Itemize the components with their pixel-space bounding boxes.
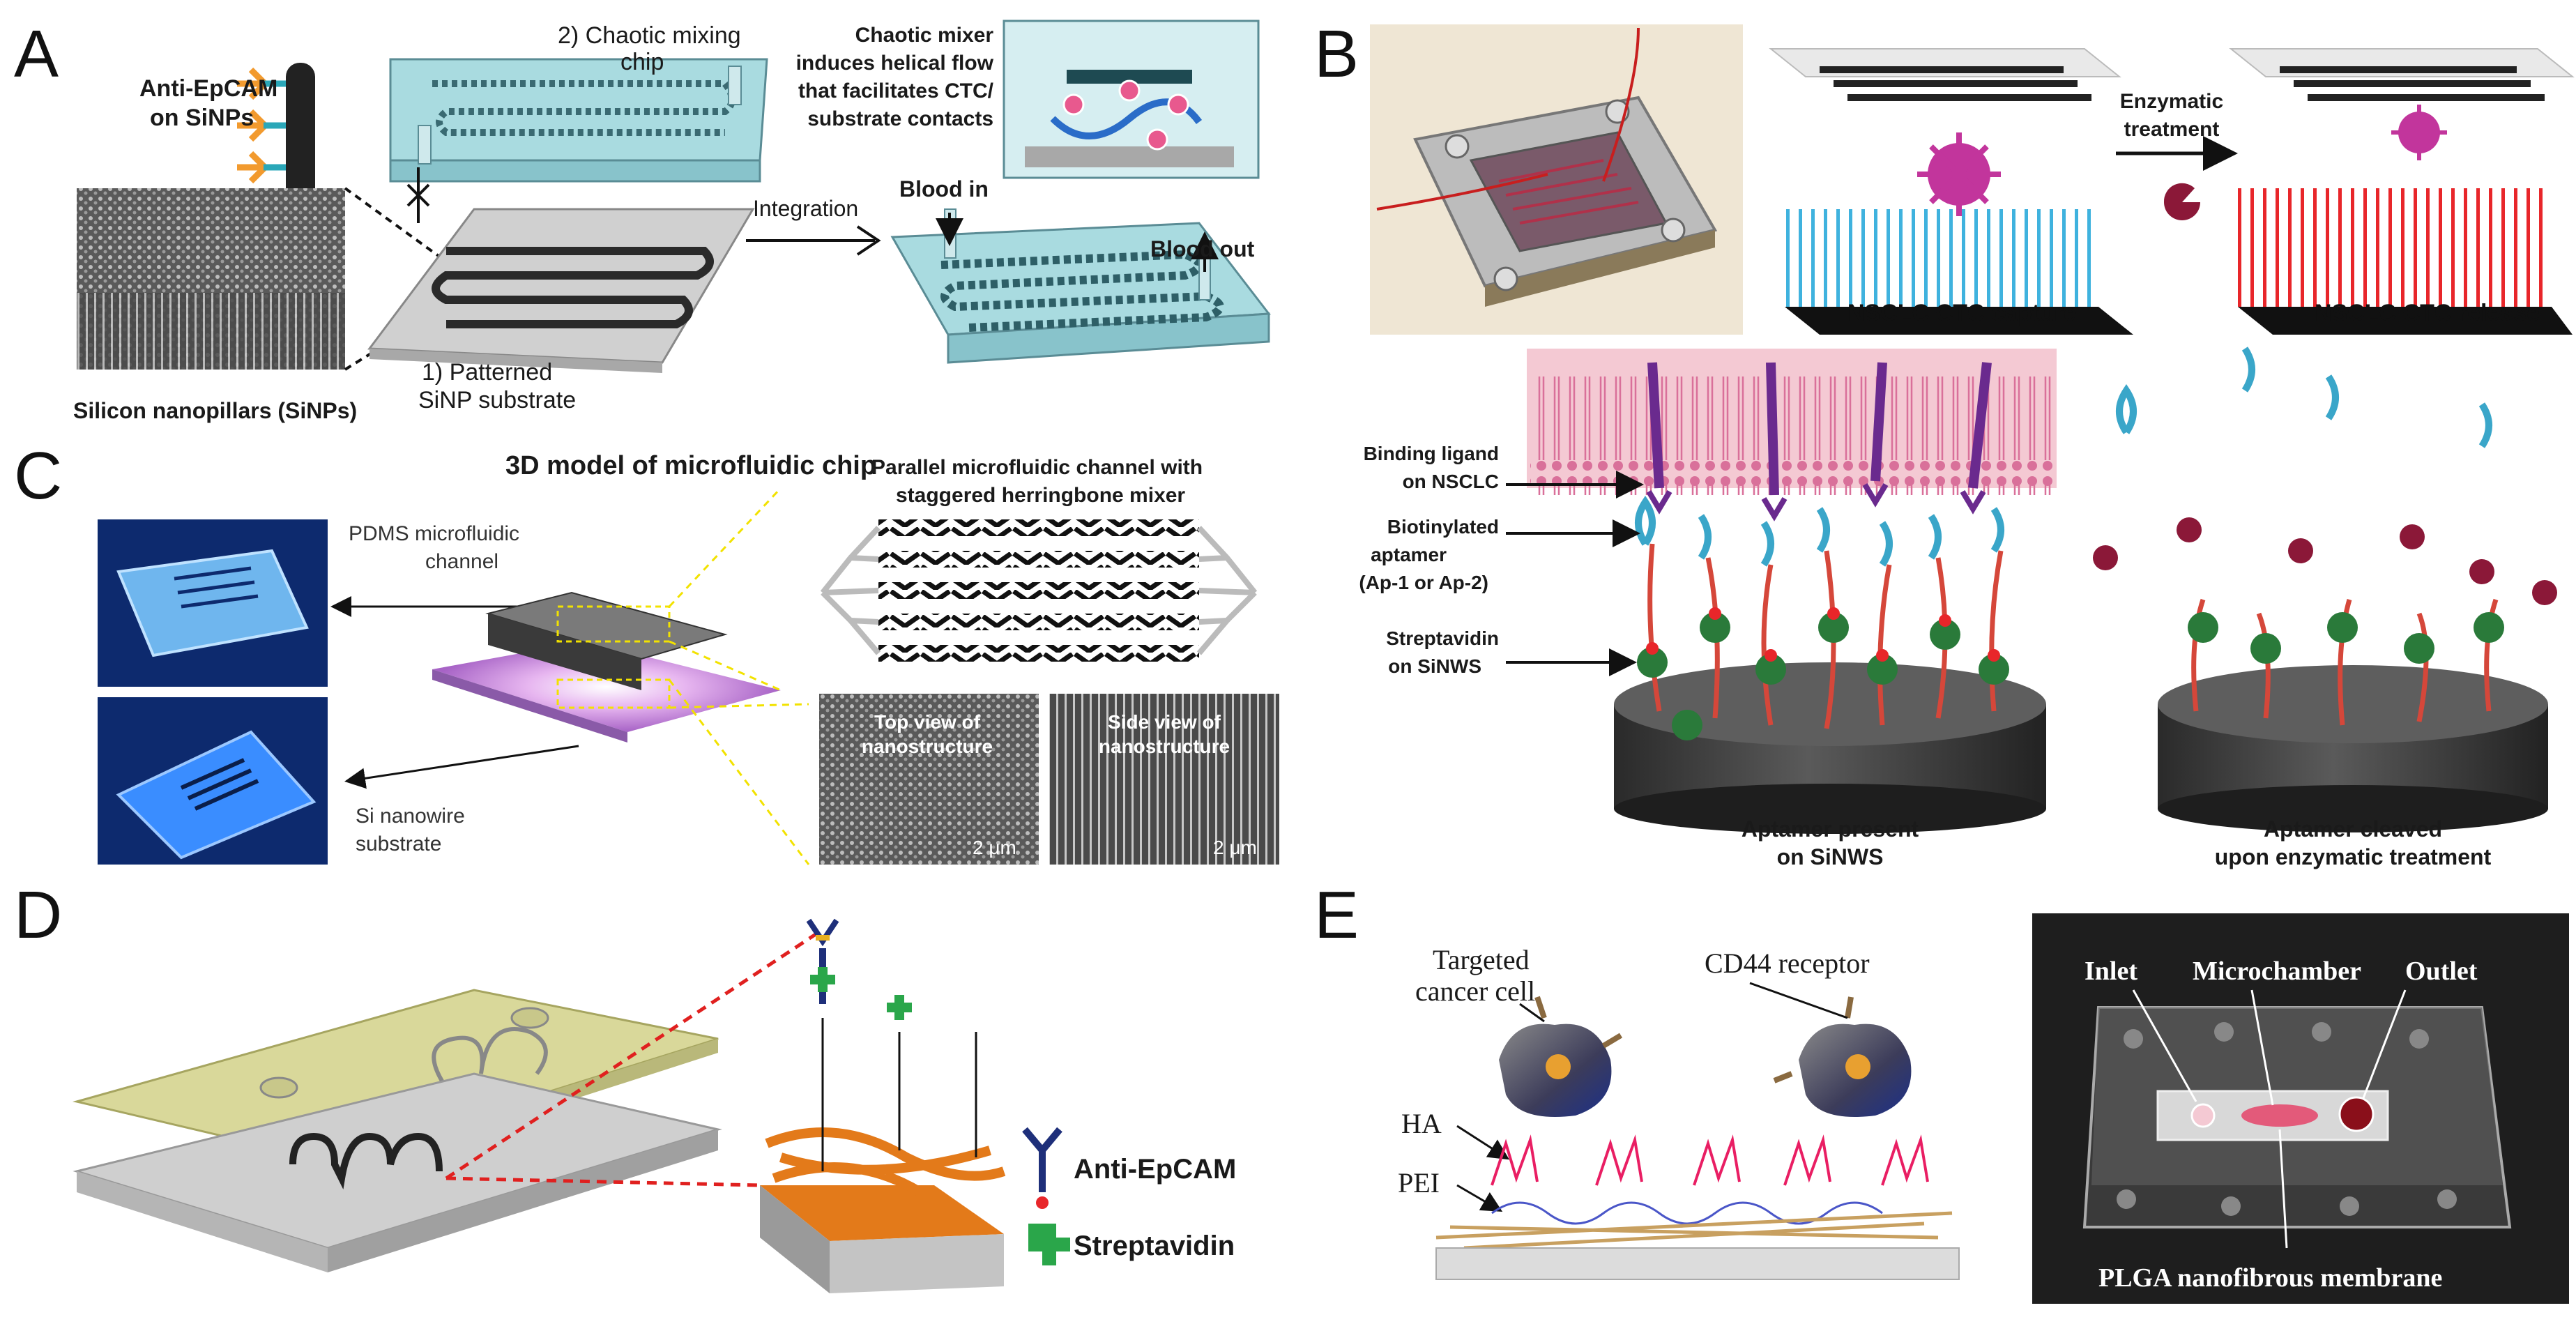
- panel-b: B NSCLC CTC capture: [1314, 17, 2575, 869]
- nsclc-device-photo: [1370, 24, 1743, 335]
- fiber-block: [760, 1127, 1006, 1293]
- side-view-label-1: Side view of: [1108, 711, 1221, 733]
- release-label: NSCLC CTC release: [2315, 300, 2540, 326]
- enzyme-icon: [2163, 183, 2200, 220]
- mixer-desc-2: induces helical flow: [796, 52, 994, 75]
- pdms-label-1: PDMS microfluidic: [349, 522, 519, 545]
- on-sinps-label: on SiNPs: [150, 105, 254, 131]
- model-title: 3D model of microfluidic chip: [505, 451, 876, 480]
- chaotic-chip-label-1: 2) Chaotic mixing: [558, 22, 741, 49]
- panel-e-letter: E: [1314, 878, 1359, 952]
- chaotic-chip-label-2: chip: [620, 49, 664, 75]
- mixer-desc-4: substrate contacts: [807, 107, 993, 130]
- patterned-sinp-substrate: [367, 208, 755, 373]
- blood-in-label: Blood in: [899, 176, 989, 201]
- legend-anti-epcam-label: Anti-EpCAM: [1074, 1154, 1236, 1185]
- top-view-sem: [819, 694, 1039, 865]
- free-aptamers: [2116, 347, 2492, 448]
- integration-label: Integration: [753, 196, 858, 221]
- enzymatic-label-2: treatment: [2124, 118, 2220, 141]
- chaotic-mixer-inset: [1003, 20, 1260, 179]
- cleaved-label-1: Aptamer cleaved: [2264, 816, 2442, 842]
- release-schematic: [2229, 48, 2575, 335]
- capture-schematic: [1769, 48, 2133, 335]
- mixer-desc-3: that facilitates CTC/: [798, 79, 994, 102]
- anti-epcam-antibody-icon: [237, 63, 315, 227]
- biotin-label-3: (Ap-1 or Ap-2): [1359, 572, 1488, 593]
- patterned-label-2: SiNP substrate: [418, 387, 576, 413]
- red-nanowire-array: [2238, 188, 2552, 307]
- cancer-cells: [1499, 996, 1912, 1117]
- cleaved-cylinder: [2093, 517, 2557, 832]
- plga-chip-photo: [2032, 913, 2569, 1304]
- capture-label: NSCLC CTC capture: [1847, 300, 2077, 326]
- panel-d-letter: D: [14, 878, 62, 952]
- enzymatic-label-1: Enzymatic: [2120, 90, 2223, 113]
- aptamer-strands: [1635, 495, 2009, 740]
- strep-label-1: Streptavidin: [1386, 627, 1499, 649]
- legend-anti-epcam: [1022, 1127, 1062, 1209]
- blue-nanowire-array: [1785, 209, 2098, 307]
- pei-label: PEI: [1398, 1167, 1440, 1199]
- targeted-label-2: cancer cell: [1415, 975, 1535, 1007]
- anti-epcam-label: Anti-EpCAM: [139, 75, 277, 102]
- panel-e: E Targeted cancer cell CD44 receptor HA …: [1314, 878, 2569, 1304]
- parallel-label-1: Parallel microfluidic channel with: [871, 456, 1203, 479]
- ctc-cell-icon: [1917, 132, 2001, 216]
- parallel-label-2: staggered herringbone mixer: [896, 484, 1185, 507]
- pdms-label-2: channel: [425, 550, 498, 573]
- microfluidic-3d-model: [432, 591, 781, 743]
- panel-b-letter: B: [1314, 17, 1359, 91]
- panel-a-letter: A: [14, 17, 59, 91]
- present-label-2: on SiNWS: [1777, 844, 1884, 869]
- side-view-label-2: nanostructure: [1099, 736, 1230, 757]
- patterned-label-1: 1) Patterned: [422, 359, 552, 386]
- microchamber-label: Microchamber: [2193, 957, 2361, 986]
- scale-bar-2: 2 μm: [1213, 837, 1257, 858]
- sinps-label: Silicon nanopillars (SiNPs): [73, 398, 357, 423]
- inlet-label: Inlet: [2085, 957, 2137, 986]
- si-label-1: Si nanowire: [356, 805, 465, 828]
- panel-a: A Anti-EpCAM on SiNPs Silicon nanopillar…: [14, 17, 1271, 423]
- si-nanowire-photo: [98, 697, 328, 865]
- targeted-label-1: Targeted: [1433, 944, 1530, 975]
- scale-bar-1: 2 μm: [973, 837, 1016, 858]
- chaotic-mixing-chip: [389, 58, 768, 183]
- binding-label-1: Binding ligand: [1364, 443, 1499, 464]
- present-label-1: Aptamer present: [1742, 816, 1919, 842]
- integrated-chip: [890, 208, 1271, 364]
- blood-out-label: Blood out: [1150, 236, 1255, 261]
- binding-label-2: on NSCLC: [1403, 471, 1499, 492]
- biotin-label-1: Biotinylated: [1387, 516, 1499, 538]
- linker-molecules: [806, 918, 977, 1171]
- legend-streptavidin-icon: [1028, 1224, 1070, 1265]
- side-view-sem: [1049, 694, 1279, 865]
- legend-streptavidin-label: Streptavidin: [1074, 1231, 1235, 1261]
- cleaved-label-2: upon enzymatic treatment: [2215, 844, 2492, 869]
- plga-label: PLGA nanofibrous membrane: [2098, 1263, 2442, 1293]
- herringbone-channels: [820, 519, 1258, 662]
- biotin-label-2: aptamer: [1371, 544, 1447, 565]
- top-view-label-1: Top view of: [874, 711, 981, 733]
- cd44-label: CD44 receptor: [1705, 948, 1870, 979]
- panel-c-letter: C: [14, 439, 62, 513]
- mixer-desc-1: Chaotic mixer: [855, 24, 994, 47]
- si-label-2: substrate: [356, 832, 441, 855]
- outlet-label: Outlet: [2405, 957, 2478, 986]
- pdms-chip-photo: [98, 519, 328, 687]
- panel-d: D: [14, 878, 1236, 1293]
- layered-chip: [73, 989, 722, 1272]
- strep-label-2: on SiNWS: [1388, 655, 1481, 677]
- binding-ligands: [1646, 362, 1992, 522]
- top-view-label-2: nanostructure: [862, 736, 993, 757]
- ha-label: HA: [1401, 1108, 1442, 1139]
- panel-c: C 3D model of microfluidic chip PDMS mic…: [14, 439, 1279, 865]
- ha-pei-layer: [1435, 1134, 1960, 1280]
